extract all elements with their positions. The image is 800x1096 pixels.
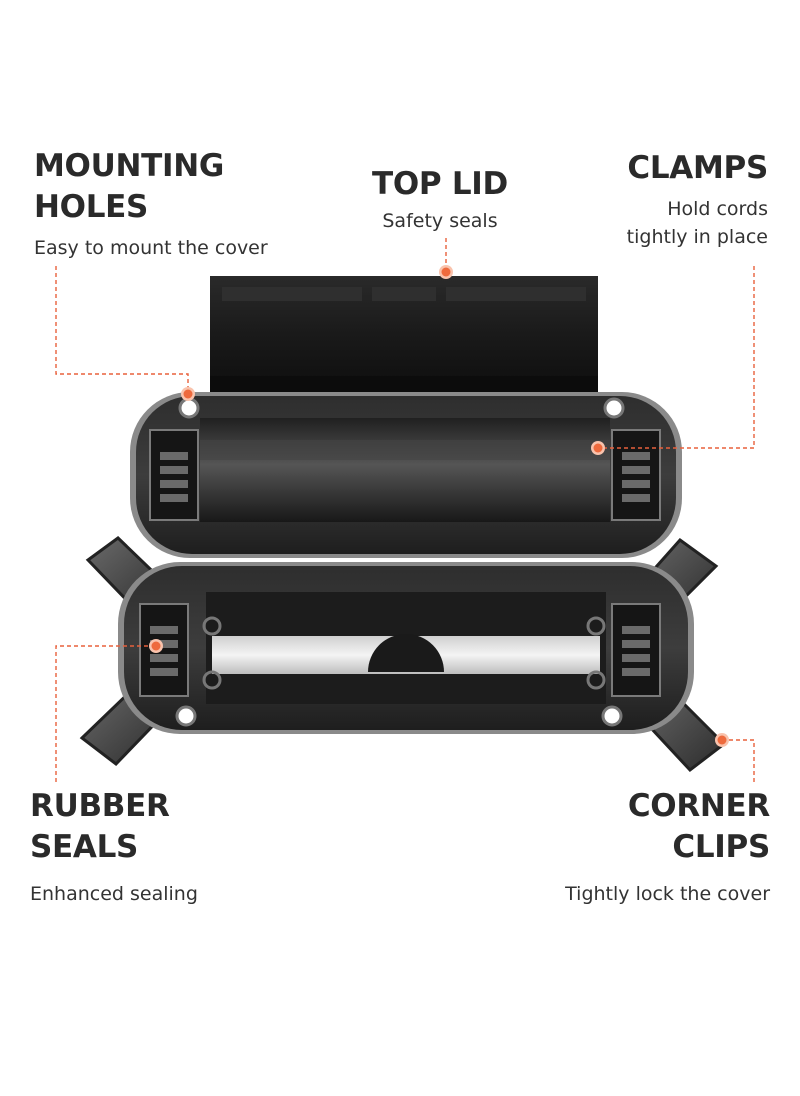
clamps-desc-line1: Hold cords: [667, 198, 768, 220]
lower-left-clamp: [139, 603, 189, 697]
mounting-hole-left: [178, 397, 200, 419]
mounting-holes-title-line1: MOUNTING: [34, 148, 224, 184]
upper-left-clamp: [149, 429, 199, 521]
callout-mounting-holes: MOUNTING HOLES Easy to mount the cover: [34, 146, 268, 262]
mounting-holes-title-line2: HOLES: [34, 189, 149, 225]
clamps-title: CLAMPS: [627, 150, 768, 186]
lower-tray: [118, 562, 694, 734]
callout-corner-clips: CORNER CLIPS Tightly lock the cover: [565, 786, 770, 908]
callout-clamps: CLAMPS Hold cords tightly in place: [626, 148, 769, 251]
corner-clips-desc: Tightly lock the cover: [565, 883, 770, 905]
callout-top-lid: TOP LID Safety seals: [340, 164, 540, 235]
corner-clips-title-line2: CLIPS: [672, 829, 770, 865]
mounting-hole-right: [603, 397, 625, 419]
mounting-holes-desc: Easy to mount the cover: [34, 237, 268, 259]
clamps-desc-line2: tightly in place: [626, 226, 768, 248]
corner-clips-title-line1: CORNER: [627, 788, 770, 824]
rubber-seals-title-line1: RUBBER: [30, 788, 170, 824]
upper-tray: [130, 392, 682, 558]
rubber-seals-title-line2: SEALS: [30, 829, 139, 865]
upper-right-clamp: [611, 429, 661, 521]
indicator-dots: [149, 265, 729, 747]
lower-right-clamp: [611, 603, 661, 697]
top-lid: [210, 276, 598, 392]
top-lid-desc: Safety seals: [382, 210, 498, 232]
top-lid-title: TOP LID: [372, 166, 508, 202]
rubber-seals-desc: Enhanced sealing: [30, 883, 198, 905]
callout-rubber-seals: RUBBER SEALS Enhanced sealing: [30, 786, 198, 908]
